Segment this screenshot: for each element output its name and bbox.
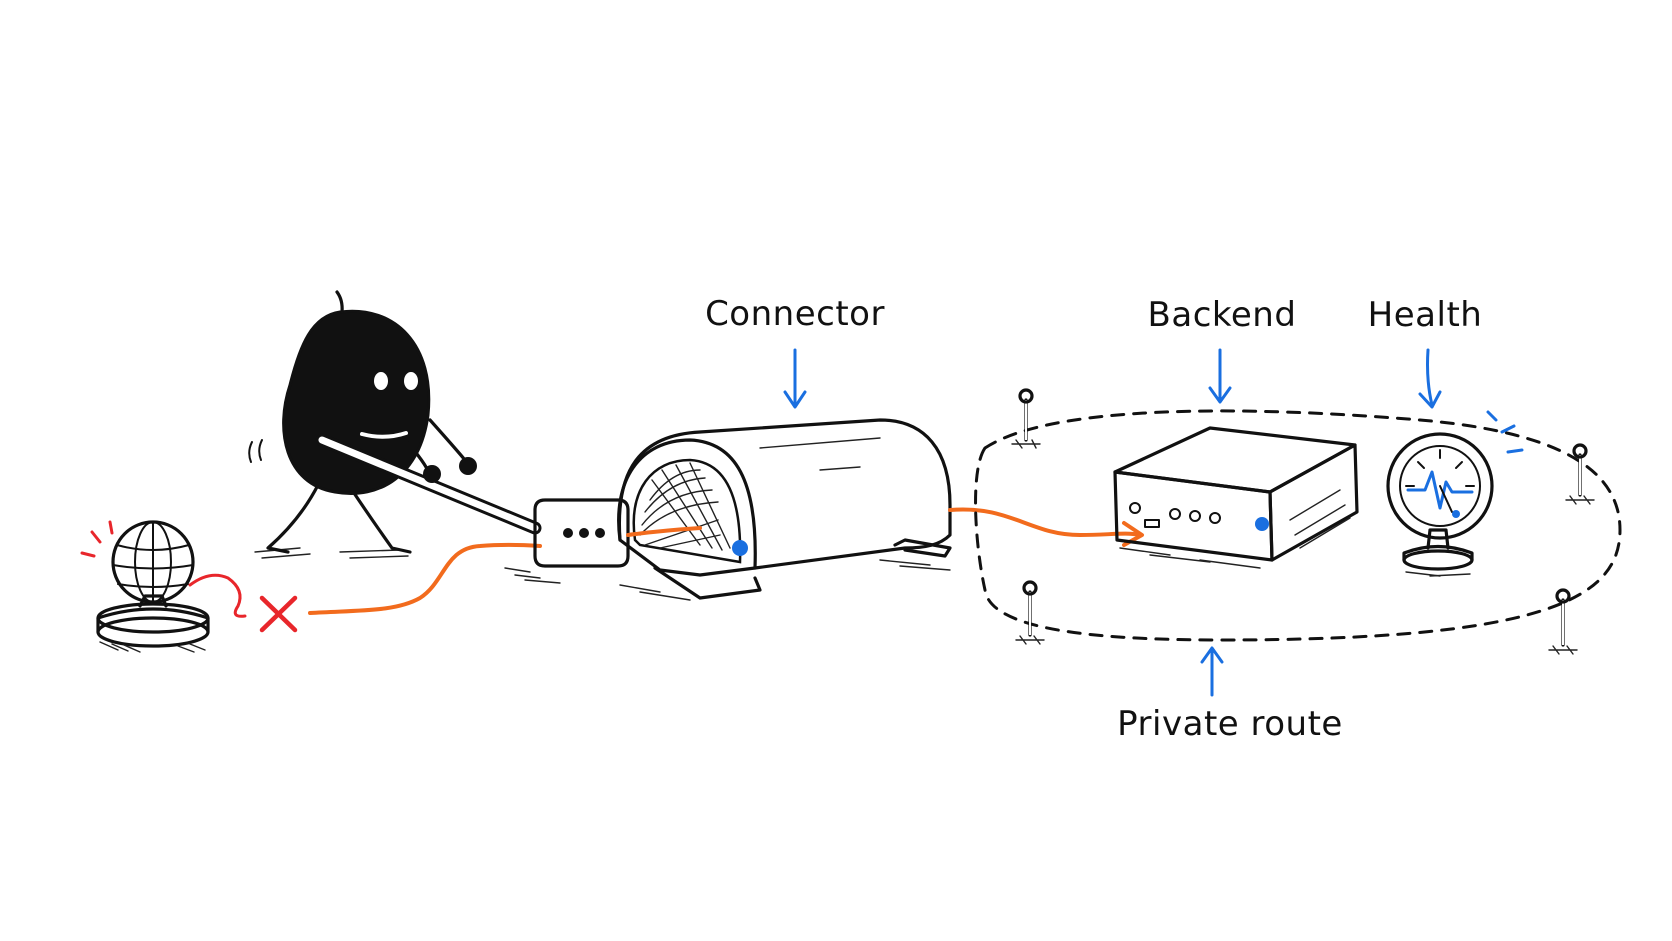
globe-icon [80, 520, 210, 653]
fence-post-icon [1565, 443, 1595, 505]
plug-adapter-icon [504, 498, 630, 584]
health-gauge-icon [1386, 410, 1524, 577]
backend-arrow-icon [1208, 348, 1232, 404]
black-bean-character-icon [248, 290, 542, 559]
private-route-boundary [974, 409, 1622, 642]
fence-post-icon [1011, 388, 1041, 449]
backend-label: Backend [1148, 295, 1297, 335]
traffic-line-tunnel [626, 526, 702, 537]
traffic-line-inbound [308, 542, 542, 615]
tunnel-connector-icon [617, 418, 952, 601]
connector-label: Connector [705, 294, 885, 334]
connector-arrow-icon [783, 348, 807, 409]
health-label: Health [1368, 295, 1483, 335]
fence-post-icon [1548, 588, 1578, 655]
server-box-icon [1113, 426, 1359, 569]
red-x-icon [259, 595, 298, 633]
fence-post-icon [1015, 580, 1045, 645]
private-route-arrow-icon [1200, 646, 1224, 697]
blocked-path [188, 573, 298, 633]
health-arrow-icon [1418, 348, 1442, 409]
private-route-label: Private route [1117, 704, 1343, 744]
